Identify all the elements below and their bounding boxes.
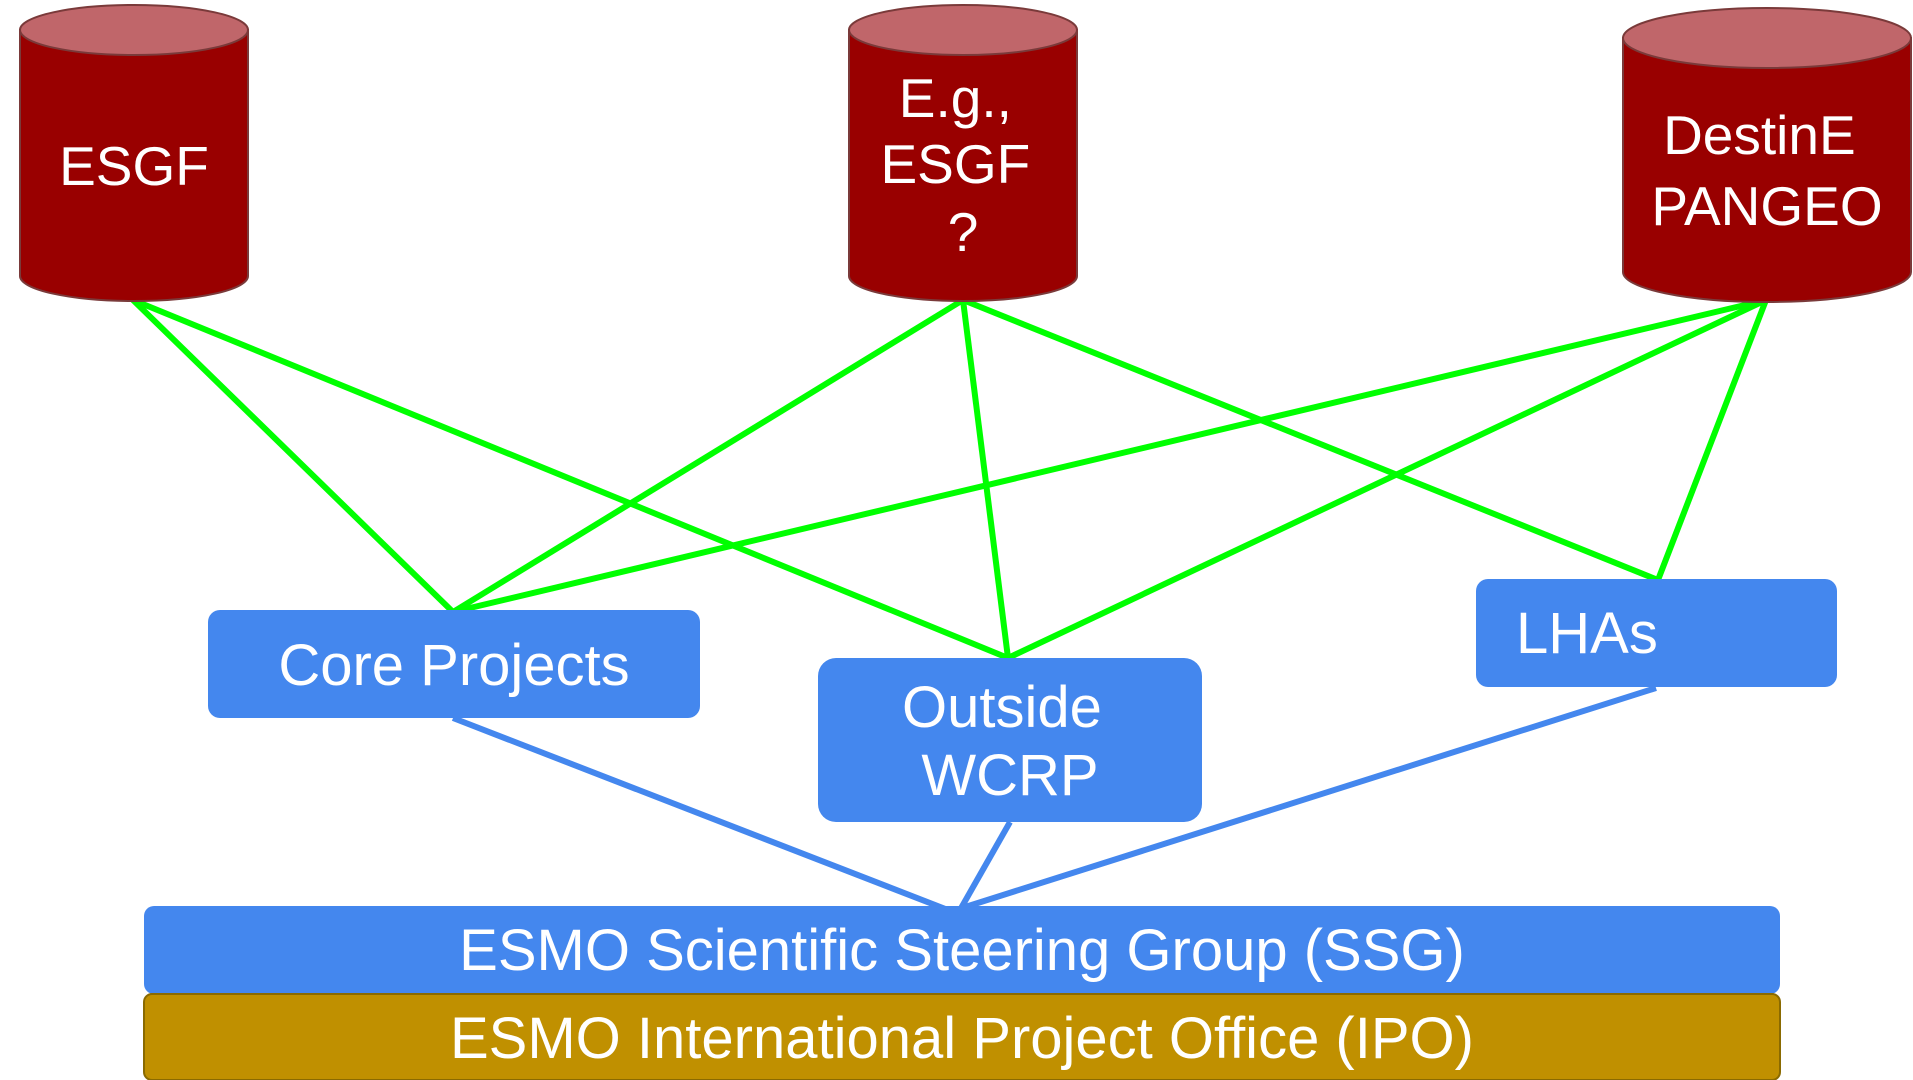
link-esgf-outside [131, 297, 1010, 661]
link-destine-outside [1006, 297, 1768, 661]
group-outside-wcrp: Outside WCRP [818, 658, 1202, 822]
link-esgf-core [130, 297, 456, 615]
svg-text:DestinE PANGEO: DestinE PANGEO [1651, 104, 1882, 237]
database-esgf-label: ESGF [59, 135, 209, 197]
database-destine: DestinE PANGEO [1622, 7, 1912, 303]
database-esgf-top [19, 4, 249, 56]
database-destine-line-2: PANGEO [1651, 175, 1882, 237]
database-destine-line-1: DestinE [1663, 104, 1856, 166]
svg-text:Outside WCRP: Outside WCRP [902, 675, 1118, 808]
ipo-bar: ESMO International Project Office (IPO) [143, 993, 1781, 1080]
database-destine-top [1622, 7, 1912, 69]
link-lhas-ssg [961, 685, 1657, 911]
group-lhas-box [1476, 579, 1837, 687]
group-outside-wcrp-line-2: WCRP [921, 743, 1098, 808]
database-eg-esgf-line-2: ESGF [880, 133, 1030, 195]
blue-links [451, 685, 1657, 913]
database-eg-esgf: E.g., ESGF ? [848, 4, 1078, 302]
ipo-label: ESMO International Project Office (IPO) [450, 1006, 1474, 1071]
ipo-bar-box [143, 993, 1781, 1080]
group-core-projects-label: Core Projects [278, 633, 629, 698]
svg-text:Core Projects: Core Projects [278, 633, 629, 698]
ssg-bar: ESMO Scientific Steering Group (SSG) [144, 906, 1780, 994]
database-destine-body [1622, 37, 1912, 303]
svg-text:LHAs: LHAs [1516, 601, 1658, 666]
database-eg-esgf-top [848, 4, 1078, 56]
database-esgf: ESGF [19, 4, 249, 302]
database-eg-esgf-body [848, 29, 1078, 302]
database-eg-esgf-line-1: E.g., [899, 67, 1012, 129]
green-links [130, 297, 1769, 661]
svg-text:ESMO Scientific Steering Group: ESMO Scientific Steering Group (SSG) [459, 918, 1465, 983]
group-core-projects: Core Projects [208, 610, 700, 718]
link-outside-ssg [957, 820, 1013, 912]
group-core-projects-box [208, 610, 700, 718]
link-eg-lhas [961, 297, 1660, 583]
group-lhas: LHAs [1476, 579, 1837, 687]
svg-text:ESGF: ESGF [59, 135, 209, 197]
svg-text:E.g., ESGF ?: E.g., ESGF ? [880, 67, 1045, 263]
group-outside-wcrp-box [818, 658, 1202, 822]
link-destine-core [452, 297, 1767, 615]
link-destine-lhas [1655, 298, 1769, 582]
group-outside-wcrp-line-1: Outside [902, 675, 1102, 740]
link-eg-core [451, 297, 965, 615]
group-lhas-label: LHAs [1516, 601, 1658, 666]
link-core-ssg [451, 715, 950, 913]
svg-text:ESMO International Project Off: ESMO International Project Office (IPO) [450, 1006, 1474, 1071]
link-eg-outside [960, 299, 1011, 659]
ssg-label: ESMO Scientific Steering Group (SSG) [459, 918, 1465, 983]
database-eg-esgf-line-3: ? [948, 201, 979, 263]
database-esgf-body [19, 29, 249, 302]
ssg-bar-box [144, 906, 1780, 994]
